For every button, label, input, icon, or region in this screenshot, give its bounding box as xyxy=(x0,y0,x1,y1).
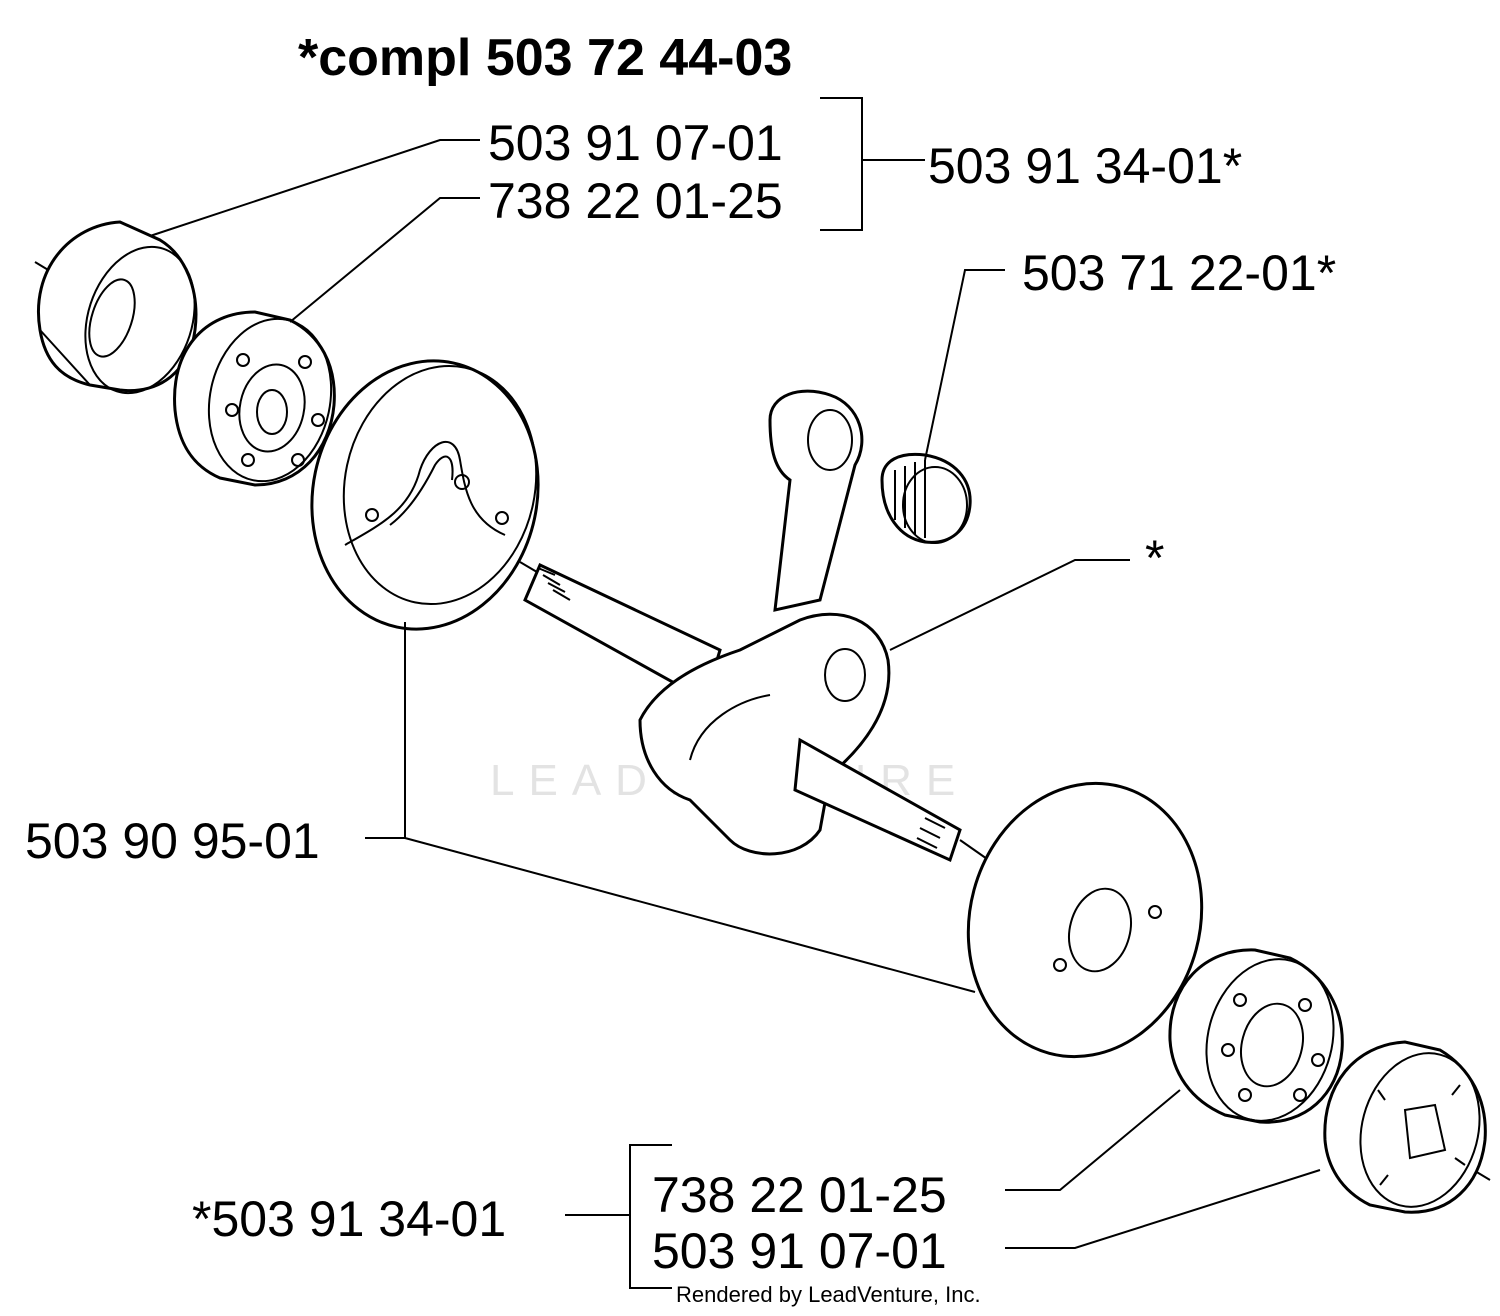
bearing-bottom-part xyxy=(1168,948,1344,1124)
bearing-top-part xyxy=(173,310,336,487)
crank-web-right-part xyxy=(966,781,1204,1059)
crank-web-left-part xyxy=(310,359,540,631)
label-bearing-kit-bottom: *503 91 34-01 xyxy=(192,1191,506,1247)
footer-credit: Rendered by LeadVenture, Inc. xyxy=(676,1282,981,1307)
label-bearing-top: 738 22 01-25 xyxy=(488,173,783,229)
needle-bearing-part xyxy=(880,452,972,544)
label-sleeve-bottom: 503 91 07-01 xyxy=(652,1223,947,1279)
assembly-title: *compl 503 72 44-03 xyxy=(298,29,792,87)
sleeve-top-part xyxy=(37,220,198,395)
label-needle-bearing: 503 71 22-01* xyxy=(1022,245,1336,301)
label-crankshaft: * xyxy=(1145,530,1164,586)
sleeve-bottom-part xyxy=(1323,1040,1487,1214)
label-bearing-kit-top: 503 91 34-01* xyxy=(928,138,1242,194)
leader-lines xyxy=(149,97,1321,1289)
crankshaft-part xyxy=(523,389,962,863)
label-crank-halves: 503 90 95-01 xyxy=(25,813,320,869)
label-bearing-bottom: 738 22 01-25 xyxy=(652,1167,947,1223)
label-sleeve-top: 503 91 07-01 xyxy=(488,115,783,171)
